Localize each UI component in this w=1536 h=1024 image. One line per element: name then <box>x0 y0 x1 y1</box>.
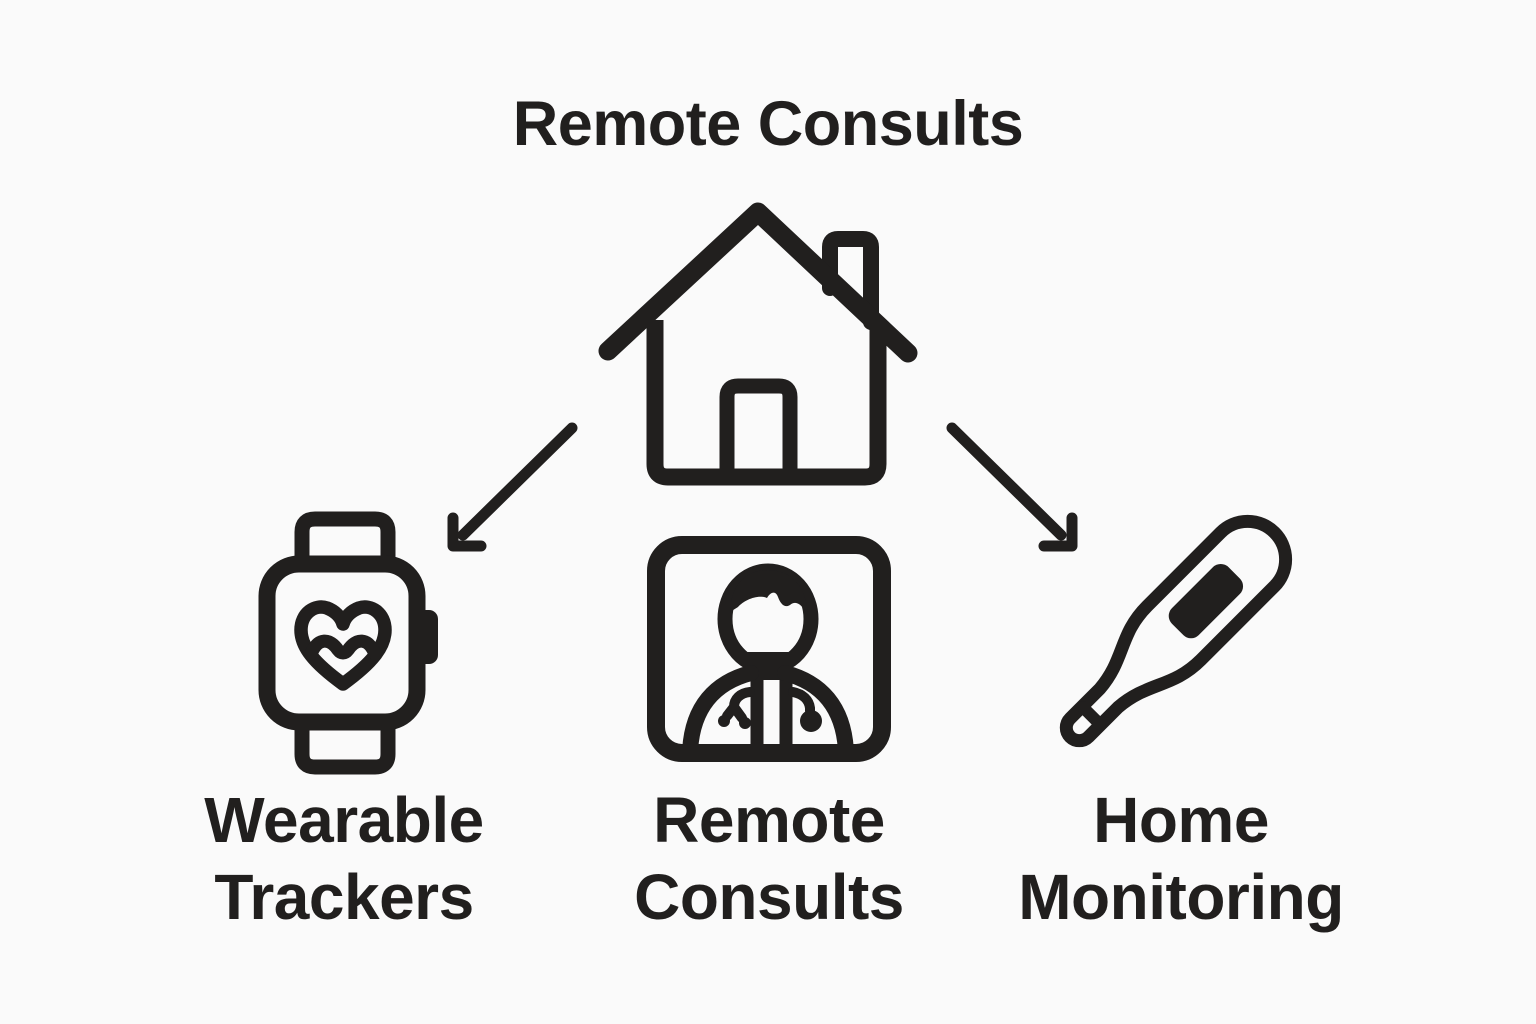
smartwatch-heart-icon <box>258 511 438 775</box>
arrow-shaft <box>457 422 578 541</box>
stethoscope-chestpiece <box>800 710 822 732</box>
doctor-shoulder-right <box>777 665 854 749</box>
label-wearable-trackers: Wearable Trackers <box>204 784 484 933</box>
watch-strap-top <box>294 511 396 567</box>
video-frame <box>647 536 891 762</box>
video-doctor-icon <box>647 536 891 762</box>
stethoscope-tube-right <box>788 687 815 716</box>
label-home-monitoring: Home Monitoring <box>1018 784 1344 933</box>
thermometer-icon <box>1059 514 1293 748</box>
house-icon <box>598 202 918 486</box>
watch-body <box>258 555 426 731</box>
thermometer-body <box>1059 514 1293 748</box>
arrow-down-right-icon <box>946 422 1078 552</box>
arrow-head <box>1038 512 1078 552</box>
stethoscope-earpiece <box>718 715 730 727</box>
house-chimney <box>822 231 879 330</box>
thermometer-tip-divider <box>1076 701 1106 731</box>
label-remote-consults: Remote Consults <box>634 784 904 933</box>
arrow-head <box>447 512 487 552</box>
house-walls <box>646 320 887 486</box>
watch-strap-bottom <box>294 719 396 775</box>
thermometer-display <box>1168 563 1244 639</box>
arrow-down-left-icon <box>447 422 578 552</box>
doctor-hair <box>730 570 808 616</box>
heart-icon <box>294 600 392 691</box>
heart-wave <box>304 634 382 661</box>
house-roof <box>598 202 918 363</box>
arrow-shaft <box>946 422 1067 541</box>
stethoscope-tube-left <box>722 687 755 723</box>
house-door <box>719 378 798 476</box>
page-title: Remote Consults <box>512 89 1024 159</box>
doctor-shoulder-left <box>682 665 759 749</box>
stethoscope-earpiece <box>739 717 751 729</box>
